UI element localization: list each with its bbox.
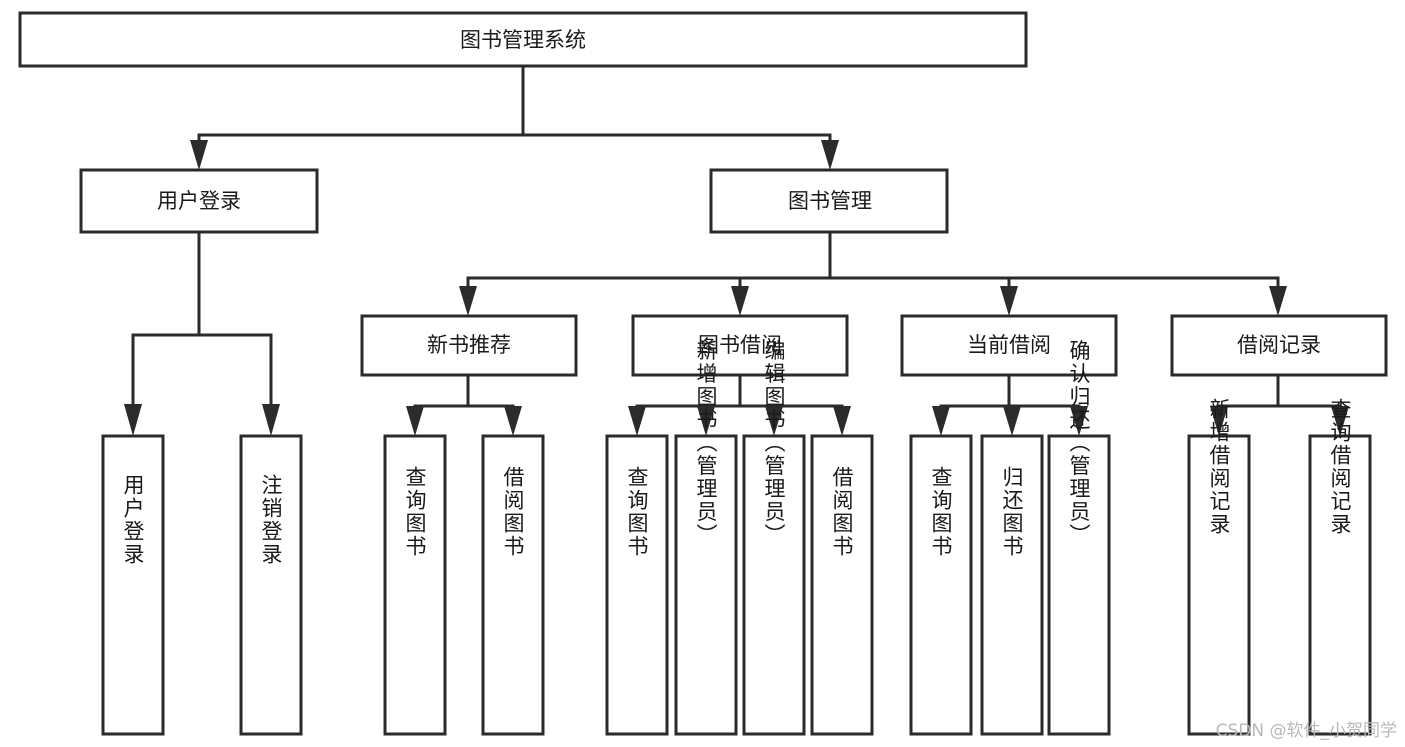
node-book-borrow-label: 图书借阅: [698, 333, 782, 357]
leaf-node-query-book-3[interactable]: 查询图书: [909, 434, 973, 736]
leaf-node-edit-book-admin[interactable]: 编辑图书（管理员）: [742, 340, 806, 736]
arrow-head-leaf-logout: [262, 404, 280, 436]
arrow-head-leaf-add-book: [697, 406, 715, 436]
arrow-head-leaf-query-record: [1331, 406, 1349, 436]
connector-layer: [124, 64, 1349, 436]
leaf-node-borrow-book-2[interactable]: 借阅图书: [810, 434, 874, 736]
leaf-node-confirm-return-admin[interactable]: 确认归还（管理员）: [1047, 340, 1111, 736]
leaf-edit-book-admin-label: 编辑图书（管理员）: [762, 340, 786, 547]
leaf-node-user-login[interactable]: 用户登录: [101, 434, 165, 736]
arrow-head-borrow-record: [1269, 286, 1287, 316]
node-root-label: 图书管理系统: [460, 28, 586, 52]
arrow-head-new-book-rec: [459, 286, 477, 316]
leaf-user-login-label: 用户登录: [121, 474, 145, 566]
node-user-login[interactable]: 用户登录: [79, 168, 319, 234]
leaf-borrow-book-1-rect[interactable]: [481, 434, 545, 736]
leaf-node-return-book[interactable]: 归还图书: [980, 434, 1044, 736]
leaf-user-login-rect[interactable]: [101, 434, 165, 736]
node-new-book-recommend-label: 新书推荐: [427, 333, 511, 357]
leaf-confirm-return-admin-label: 确认归还（管理员）: [1067, 340, 1091, 547]
arrow-head-user-login: [190, 140, 208, 170]
leaf-return-book-rect[interactable]: [980, 434, 1044, 736]
node-borrow-record[interactable]: 借阅记录: [1170, 314, 1388, 377]
arrow-head-leaf-query-book-2: [628, 406, 646, 436]
leaf-return-book-label: 归还图书: [1000, 466, 1024, 558]
leaf-node-query-book-1[interactable]: 查询图书: [383, 434, 447, 736]
node-new-book-recommend[interactable]: 新书推荐: [360, 314, 578, 377]
leaf-node-add-book-admin[interactable]: 新增图书（管理员）: [674, 340, 738, 736]
leaf-add-borrow-record-rect[interactable]: [1187, 434, 1251, 736]
node-current-borrow-label: 当前借阅: [967, 333, 1051, 357]
node-layer: 图书管理系统 用户登录 图书管理 新书推荐 图书借阅 当前: [18, 11, 1388, 736]
leaf-node-query-borrow-record[interactable]: 查询借阅记录: [1308, 398, 1372, 736]
arrow-head-leaf-query-book-3: [932, 406, 950, 436]
leaf-borrow-book-2-rect[interactable]: [810, 434, 874, 736]
leaf-query-book-2-rect[interactable]: [605, 434, 669, 736]
node-borrow-record-label: 借阅记录: [1237, 333, 1321, 357]
node-book-manage-rect[interactable]: [709, 168, 949, 234]
leaf-node-query-book-2[interactable]: 查询图书: [605, 434, 669, 736]
leaf-query-book-2-label: 查询图书: [625, 466, 649, 558]
node-current-borrow-rect[interactable]: [900, 314, 1118, 377]
arrow-head-current-borrow: [1000, 286, 1018, 316]
arrow-head-leaf-confirm-return: [1070, 406, 1088, 436]
leaf-add-book-admin-rect[interactable]: [674, 434, 738, 736]
arrow-head-leaf-return-book: [1003, 406, 1021, 436]
arrow-head-leaf-query-book-1: [406, 406, 424, 436]
leaf-query-borrow-record-rect[interactable]: [1308, 434, 1372, 736]
leaf-borrow-book-2-label: 借阅图书: [830, 466, 854, 558]
arrow-head-leaf-borrow-book-2: [833, 406, 851, 436]
leaf-confirm-return-admin-rect[interactable]: [1047, 434, 1111, 736]
leaf-add-borrow-record-label: 新增借阅记录: [1207, 398, 1231, 536]
leaf-query-book-1-rect[interactable]: [383, 434, 447, 736]
arrow-head-leaf-edit-book: [765, 406, 783, 436]
arrow-head-book-manage: [821, 140, 839, 170]
node-book-borrow-rect[interactable]: [631, 314, 849, 377]
node-root-rect[interactable]: [18, 11, 1028, 68]
node-root[interactable]: 图书管理系统: [18, 11, 1028, 68]
arrow-head-book-borrow: [731, 286, 749, 316]
node-borrow-record-rect[interactable]: [1170, 314, 1388, 377]
node-new-book-recommend-rect[interactable]: [360, 314, 578, 377]
arrow-head-leaf-add-record: [1210, 406, 1228, 436]
node-user-login-rect[interactable]: [79, 168, 319, 234]
leaf-query-book-1-label: 查询图书: [403, 466, 427, 558]
leaf-node-borrow-book-1[interactable]: 借阅图书: [481, 434, 545, 736]
leaf-add-book-admin-label: 新增图书（管理员）: [694, 340, 718, 547]
leaf-query-book-3-rect[interactable]: [909, 434, 973, 736]
leaf-node-logout[interactable]: 注销登录: [239, 434, 303, 736]
node-book-borrow[interactable]: 图书借阅: [631, 314, 849, 377]
leaf-borrow-book-1-label: 借阅图书: [501, 466, 525, 558]
arrow-head-leaf-borrow-book-1: [504, 406, 522, 436]
leaf-logout-rect[interactable]: [239, 434, 303, 736]
leaf-query-borrow-record-label: 查询借阅记录: [1328, 398, 1352, 536]
leaf-logout-label: 注销登录: [259, 474, 283, 566]
leaf-node-add-borrow-record[interactable]: 新增借阅记录: [1187, 398, 1251, 736]
arrow-head-leaf-user-login: [124, 404, 142, 436]
leaf-edit-book-admin-rect[interactable]: [742, 434, 806, 736]
node-book-manage-label: 图书管理: [788, 189, 872, 213]
leaf-query-book-3-label: 查询图书: [929, 466, 953, 558]
csdn-watermark: CSDN @软件_小贺同学: [1215, 721, 1397, 741]
node-current-borrow[interactable]: 当前借阅: [900, 314, 1118, 377]
node-user-login-label: 用户登录: [157, 189, 241, 213]
node-book-manage[interactable]: 图书管理: [709, 168, 949, 234]
